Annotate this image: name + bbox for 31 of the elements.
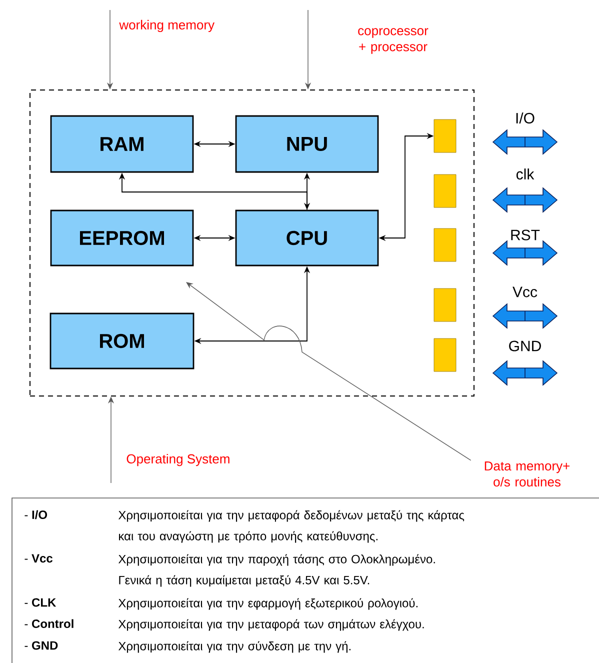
component-box: NPU xyxy=(235,115,379,173)
signal-name: - Control xyxy=(24,619,74,628)
signal-description: Χρησιμοποιείται για την σύνδεση με την γή. xyxy=(118,641,350,653)
signal-name: - I/O xyxy=(24,510,48,520)
contact-pad xyxy=(434,119,456,153)
pin-label: clk xyxy=(516,168,534,180)
annotation-text: Operating System xyxy=(126,454,230,466)
leader-line xyxy=(186,282,472,461)
pin-label: GND xyxy=(509,340,541,352)
component-box: RAM xyxy=(50,115,194,173)
contact-pad xyxy=(434,174,456,208)
signal-name: - CLK xyxy=(24,598,56,607)
signal-description: Χρησιμοποιείται για την μεταφορά των σημάτων ελέγχου. xyxy=(118,619,424,631)
component-box: ROM xyxy=(50,312,194,370)
contact-pad xyxy=(434,228,456,262)
component-box: EEPROM xyxy=(50,210,194,266)
signal-name: - Vcc xyxy=(24,554,53,563)
contact-pad xyxy=(434,338,456,372)
signal-name: - GND xyxy=(24,641,58,650)
annotation-text: Data memory+ o/s routines xyxy=(484,461,570,487)
pin-label: Vcc xyxy=(512,286,538,298)
annotation-text: working memory xyxy=(119,20,214,32)
signal-description: Χρησιμοποιείται για την παροχή τάσης στο Ολοκληρωμένο. Γενικά η τάση κυμαίμεται μεταξύ 4.5V και 5.5V. xyxy=(118,554,435,587)
chip-outline xyxy=(30,90,474,396)
component-box: CPU xyxy=(235,210,379,266)
contact-pad xyxy=(434,288,456,322)
pin-label: RST xyxy=(511,230,540,240)
signal-description: Χρησιμοποιείται για την εφαρμογή εξωτερικού ρολογιού. xyxy=(118,598,418,610)
signal-description: Χρησιμοποιείται για την μεταφορά δεδομένων μεταξύ της κάρτας και του αναγώστη με τρόπο μονής κατεύθυνσης. xyxy=(118,510,464,543)
annotation-text: coprocessor + processor xyxy=(358,28,428,54)
pin-label: I/O xyxy=(516,112,534,124)
